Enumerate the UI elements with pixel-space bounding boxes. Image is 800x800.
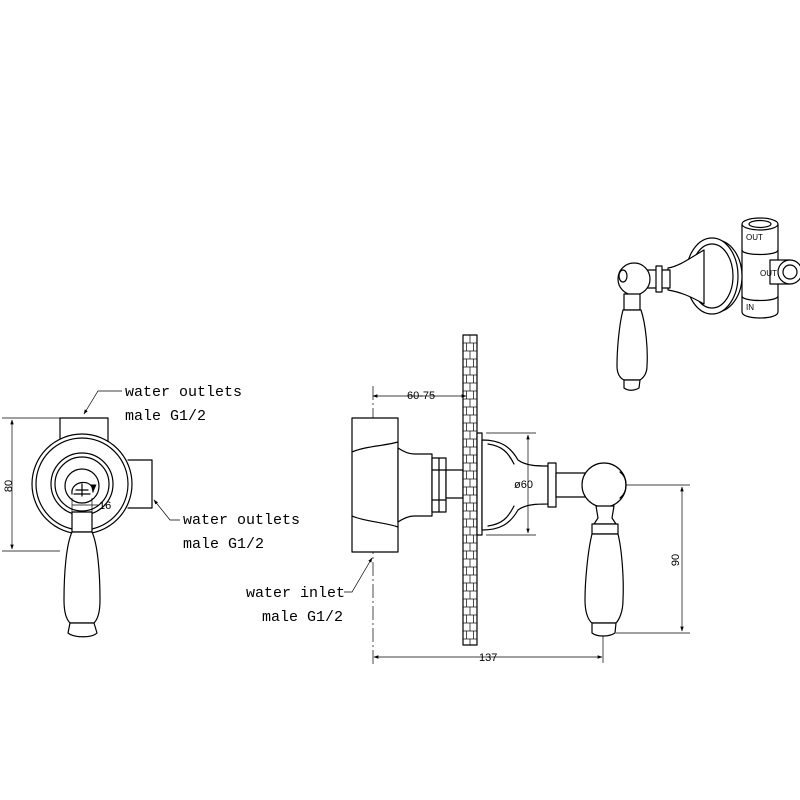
iso-handle-cap xyxy=(623,379,641,391)
side-escutcheon-plate xyxy=(476,432,483,536)
side-inlet-label: water inlet xyxy=(246,585,345,602)
iso-top-outlet-bore xyxy=(748,219,772,229)
side-view: 60-75 ø60 90 137 water inlet male G1/2 xyxy=(246,334,690,664)
iso-side-outlet-label: OUT xyxy=(760,269,777,278)
side-handle-neck xyxy=(593,505,617,525)
side-body-contour-bottom xyxy=(351,515,399,528)
iso-side-outlet-bore xyxy=(782,264,798,280)
side-spindle xyxy=(445,469,464,499)
isometric-view: OUT OUT IN xyxy=(616,217,800,391)
iso-ring xyxy=(655,265,663,293)
side-escutcheon-contour xyxy=(487,443,515,527)
side-ball xyxy=(581,462,627,508)
iso-inlet-label: IN xyxy=(746,303,754,312)
side-nut-facets xyxy=(431,457,447,513)
front-side-outlet xyxy=(127,459,153,509)
front-top-outlet-spec: male G1/2 xyxy=(125,408,206,425)
front-collar-inner xyxy=(54,456,110,512)
front-side-outlet-leader xyxy=(153,499,180,521)
side-inlet-leader xyxy=(344,557,373,593)
front-side-outlet-label: water outlets xyxy=(183,512,300,529)
front-top-outlet-leader xyxy=(83,390,122,415)
side-handle-cap xyxy=(591,622,617,637)
side-dim-depth-text: 60-75 xyxy=(407,390,435,402)
side-dim-length-text: 137 xyxy=(479,652,497,664)
side-body-contour-top xyxy=(351,441,399,453)
front-view: 80 16 water outlets male G1/2 water outl… xyxy=(2,384,300,638)
front-dim-height-text: 80 xyxy=(3,480,15,492)
iso-top-outlet-label: OUT xyxy=(746,233,763,242)
front-handle-neck xyxy=(71,511,93,533)
front-handle-cap xyxy=(67,622,98,638)
iso-escutcheon-bell xyxy=(667,249,705,305)
iso-handle-neck xyxy=(623,293,641,311)
front-dim-handle-text: 16 xyxy=(99,500,111,512)
front-top-outlet xyxy=(59,417,109,447)
iso-ball-end xyxy=(618,269,628,283)
iso-ball xyxy=(617,262,651,296)
front-side-outlet-spec: male G1/2 xyxy=(183,536,264,553)
front-hub-cross xyxy=(73,483,91,497)
rotation-arrow-icon xyxy=(71,481,97,495)
side-dim-diameter-text: ø60 xyxy=(514,479,533,491)
front-handle-ceramic xyxy=(63,531,101,624)
iso-handle-ceramic xyxy=(616,309,648,381)
iso-body-cylinder xyxy=(741,223,779,319)
side-body-neck xyxy=(397,447,433,523)
iso-top-outlet-rim xyxy=(741,217,779,231)
side-handle-collar xyxy=(591,523,619,535)
side-handle-ceramic xyxy=(584,533,624,624)
side-ring xyxy=(547,462,557,508)
side-valve-body xyxy=(351,417,399,553)
side-dim-drop-text: 90 xyxy=(670,554,682,566)
front-top-outlet-label: water outlets xyxy=(125,384,242,401)
side-wall xyxy=(462,334,478,646)
side-inlet-spec: male G1/2 xyxy=(262,609,343,626)
front-handle-hub xyxy=(64,468,100,504)
iso-body-band xyxy=(741,249,779,302)
